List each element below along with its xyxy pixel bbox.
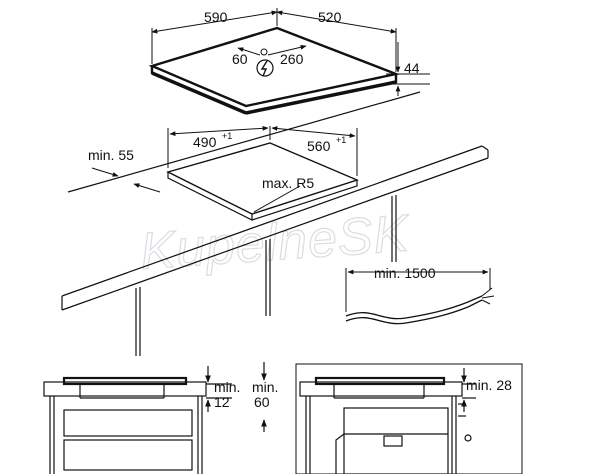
hob-width-label: 590 xyxy=(204,9,228,25)
hob-thickness-label: 44 xyxy=(404,60,420,76)
connection-offset-label: 60 xyxy=(232,51,248,67)
cutout-width-tol: +1 xyxy=(222,131,232,141)
hob-depth-label: 520 xyxy=(318,9,342,25)
clearance-a-label: min. xyxy=(214,379,240,395)
connection-depth-label: 260 xyxy=(280,51,304,67)
hob-dimensions xyxy=(151,8,430,96)
cutout-dimensions xyxy=(91,125,358,213)
corner-radius-label: max. R5 xyxy=(262,175,314,191)
hob-drawing xyxy=(148,26,401,115)
cable-length-label: min. 1500 xyxy=(374,265,436,281)
clearance-b-value: 60 xyxy=(254,394,270,410)
clearance-a-value: 12 xyxy=(214,394,230,410)
power-symbol-icon xyxy=(256,59,274,77)
cable-drawing xyxy=(345,268,495,325)
worktop-drawing xyxy=(61,91,489,356)
cutout-depth-label: 560 xyxy=(307,138,331,154)
clearance-right-label: min. 28 xyxy=(466,377,512,393)
cutout-width-label: 490 xyxy=(193,134,217,150)
install-left-drawing xyxy=(43,362,267,474)
install-right-drawing xyxy=(295,363,523,474)
watermark-text: KupelneSK xyxy=(138,204,412,281)
front-distance-label: min. 55 xyxy=(88,147,134,163)
clearance-b-label: min. xyxy=(252,379,278,395)
cutout-depth-tol: +1 xyxy=(336,135,346,145)
